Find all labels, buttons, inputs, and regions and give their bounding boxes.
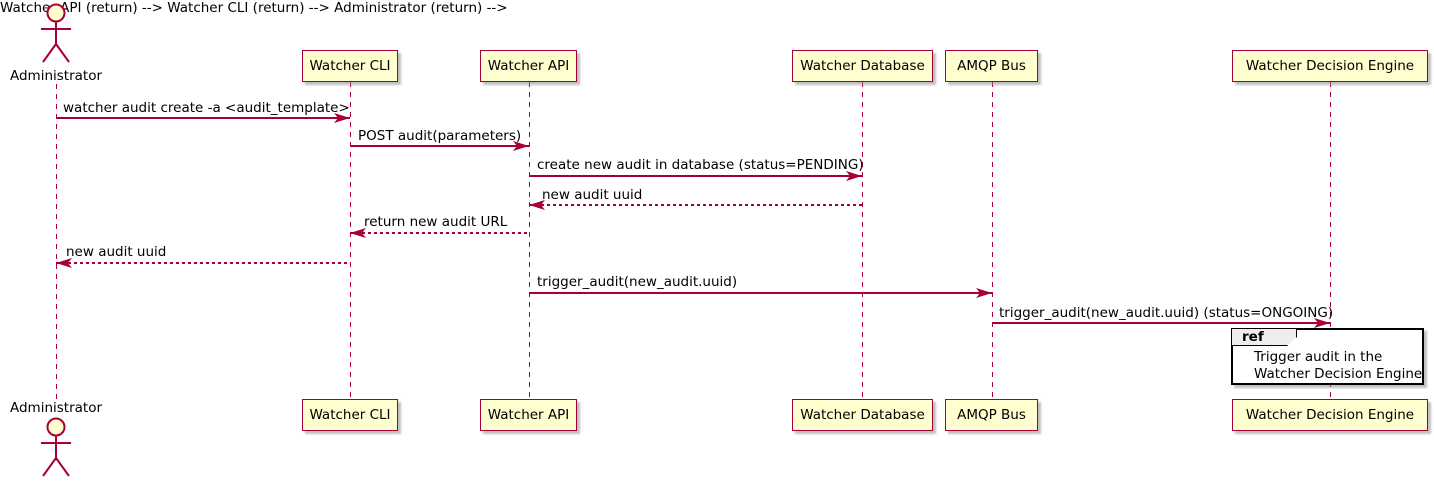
message-label-5: return new audit URL [364, 214, 508, 230]
participant-watcher-cli-top: Watcher CLI [302, 50, 398, 82]
lifeline-watcher-cli [349, 82, 351, 399]
participant-label: Watcher Database [800, 58, 925, 74]
message-line-1 [56, 117, 350, 119]
participant-watcher-api-top: Watcher API [480, 50, 577, 82]
message-line-8 [992, 322, 1330, 324]
message-label-6: new audit uuid [66, 244, 167, 260]
arrowhead-left-icon [350, 228, 366, 238]
administrator-actor-icon-bottom [34, 416, 78, 484]
participant-watcher-decision-engine-top: Watcher Decision Engine [1232, 50, 1428, 82]
participant-amqp-bus-top: AMQP Bus [945, 50, 1038, 82]
participant-label: Watcher Database [800, 407, 925, 423]
arrowhead-right-icon [513, 141, 529, 151]
message-label-2: POST audit(parameters) [358, 128, 522, 144]
message-line-2 [350, 145, 529, 147]
participant-watcher-decision-engine-bottom: Watcher Decision Engine [1232, 399, 1428, 431]
arrowhead-right-icon [976, 288, 992, 298]
message-label-4: new audit uuid [542, 187, 643, 203]
participant-label: AMQP Bus [957, 58, 1026, 74]
participant-label: Watcher Decision Engine [1245, 407, 1415, 423]
ref-keyword-tag: ref [1231, 328, 1297, 346]
message-label-8: trigger_audit(new_audit.uuid) (status=ON… [999, 305, 1334, 321]
arrowhead-left-icon [529, 200, 545, 210]
participant-label: Watcher API [487, 58, 570, 74]
message-line-4 [529, 204, 862, 206]
participant-label: Watcher Decision Engine [1245, 58, 1415, 74]
lifeline-amqp-bus [991, 82, 993, 399]
participant-watcher-cli-bottom: Watcher CLI [302, 399, 398, 431]
participant-label: AMQP Bus [957, 407, 1026, 423]
message-label-1: watcher audit create -a <audit_template> [63, 100, 350, 116]
administrator-actor-icon-top [34, 2, 78, 70]
message-line-6 [56, 262, 350, 264]
ref-text-line-2: Watcher Decision Engine [1254, 366, 1423, 382]
message-line-5 [350, 232, 529, 234]
participant-label: Watcher CLI [309, 407, 391, 423]
ref-fragment: ref Trigger audit in the Watcher Decisio… [1231, 328, 1424, 385]
ref-text-line-1: Trigger audit in the [1254, 349, 1383, 365]
lifeline-watcher-database [861, 82, 863, 399]
ref-fragment-text: Trigger audit in the Watcher Decision En… [1254, 349, 1422, 383]
participant-watcher-database-bottom: Watcher Database [792, 399, 933, 431]
participant-watcher-database-top: Watcher Database [792, 50, 933, 82]
lifeline-watcher-decision-engine [1329, 82, 1331, 399]
arrowhead-left-icon [56, 258, 72, 268]
participant-amqp-bus-bottom: AMQP Bus [945, 399, 1038, 431]
administrator-label-bottom: Administrator [9, 400, 103, 416]
message-line-7 [529, 292, 992, 294]
lifeline-administrator [55, 84, 57, 399]
arrowhead-right-icon [334, 113, 350, 123]
participant-label: Watcher CLI [309, 58, 391, 74]
administrator-label-top: Administrator [9, 68, 103, 84]
message-label-7: trigger_audit(new_audit.uuid) [537, 274, 738, 290]
arrowhead-right-icon [846, 171, 862, 181]
participant-label: Watcher API [487, 407, 570, 423]
arrowhead-right-icon [1314, 318, 1330, 328]
lifeline-watcher-api [528, 82, 530, 399]
message-line-3 [529, 175, 862, 177]
message-label-3: create new audit in database (status=PEN… [537, 157, 864, 173]
participant-watcher-api-bottom: Watcher API [480, 399, 577, 431]
